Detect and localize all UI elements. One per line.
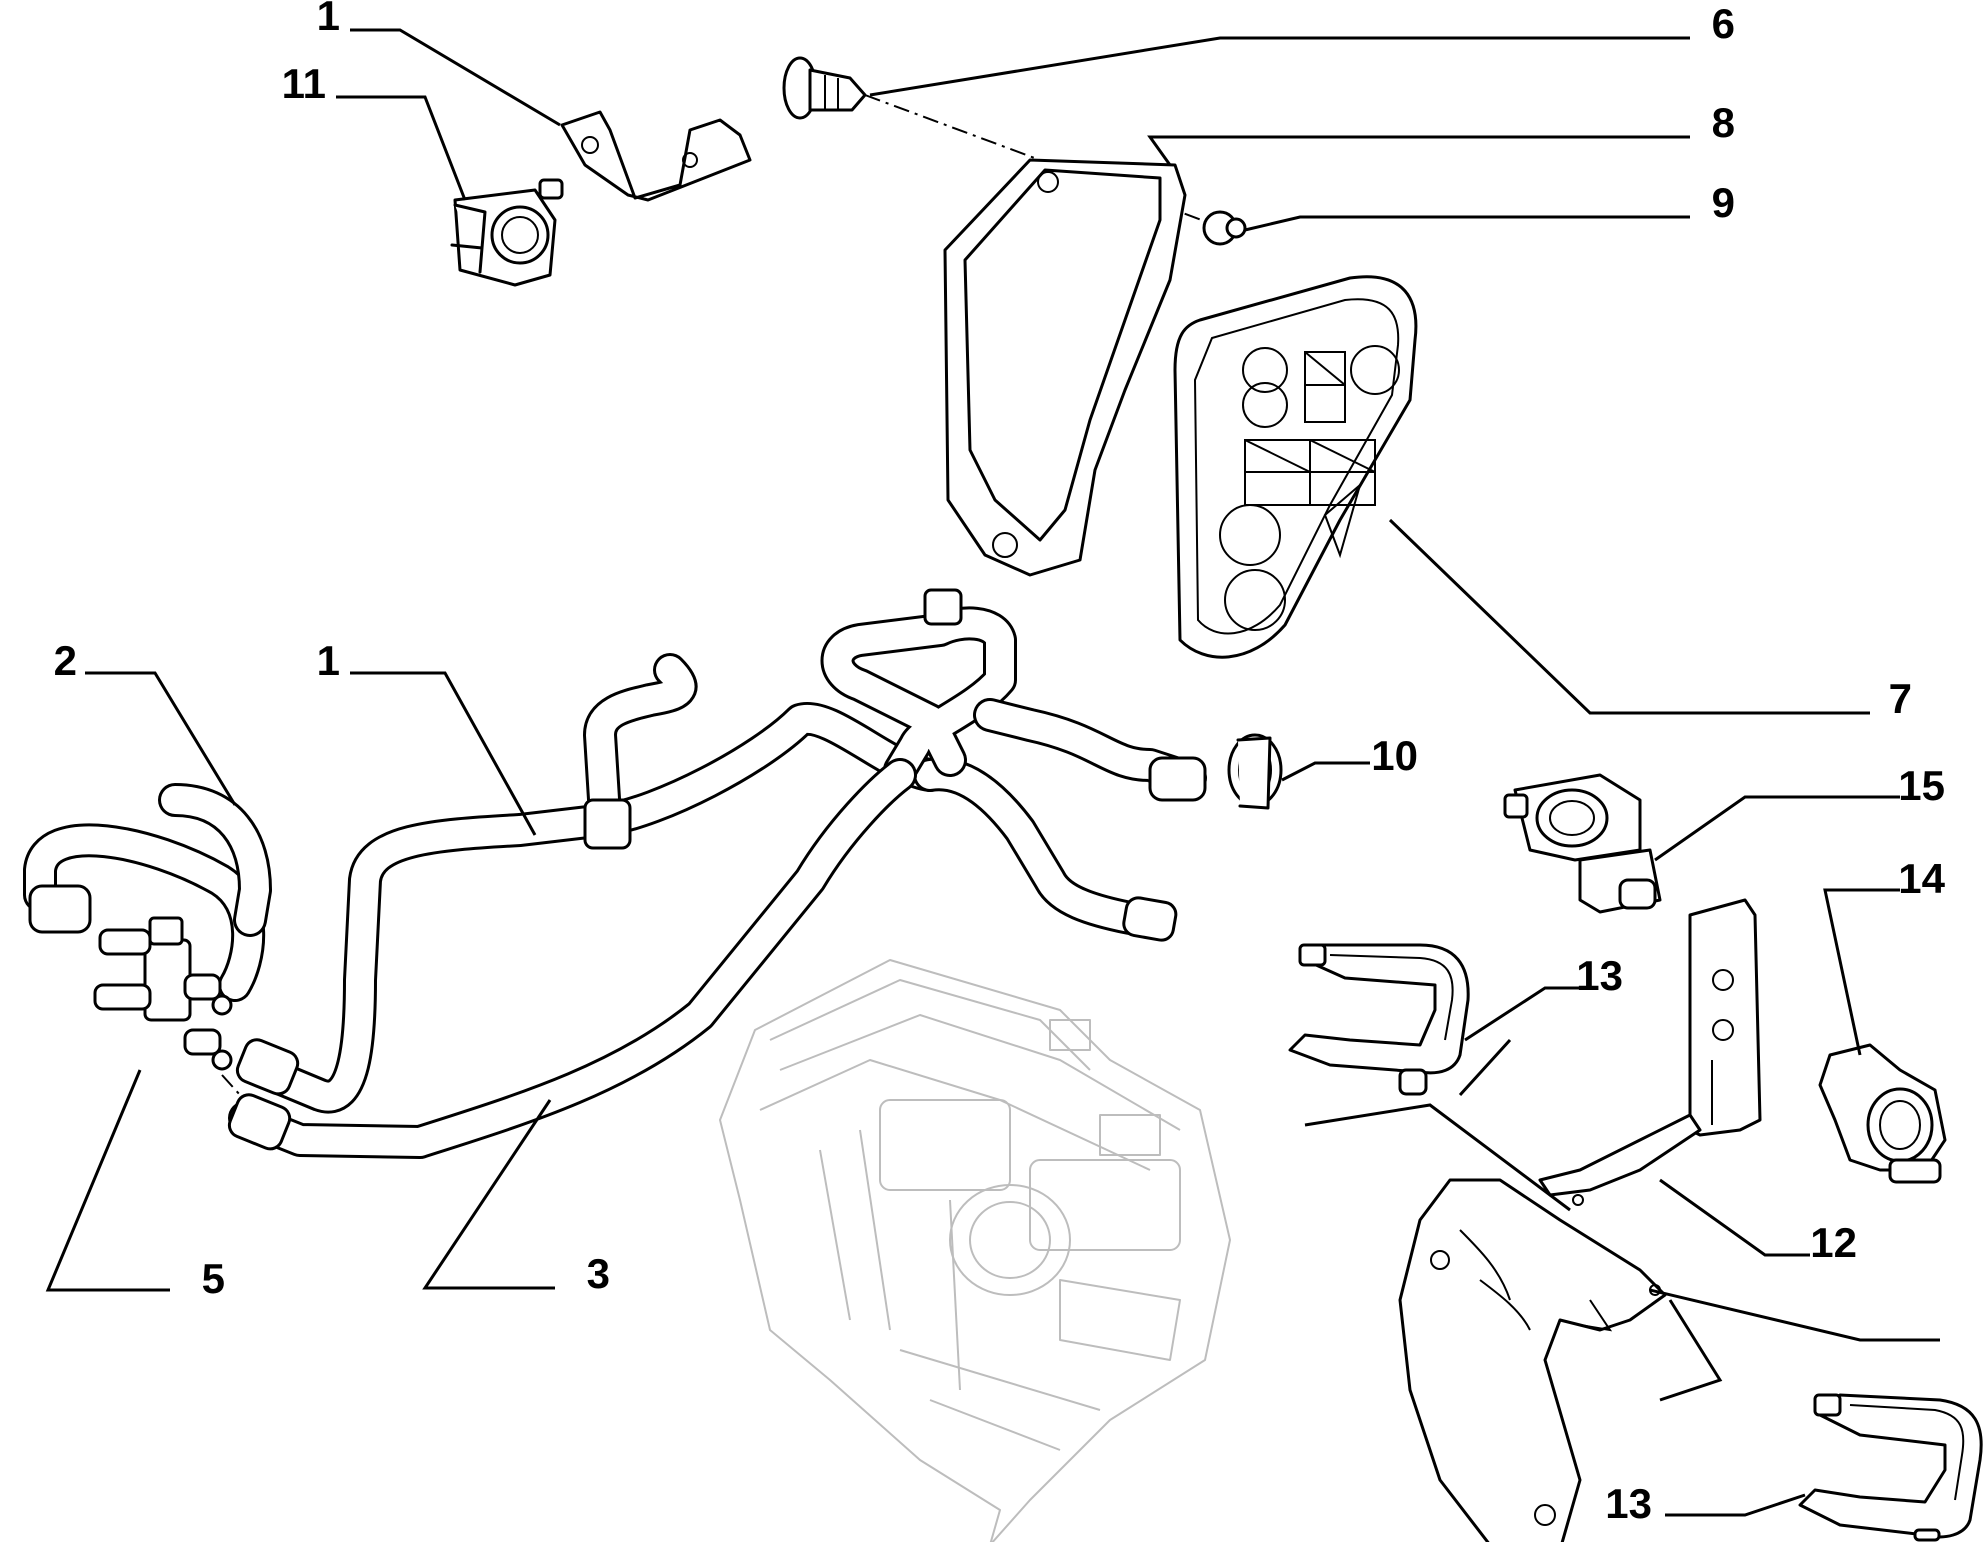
callout-6: 6 <box>1712 0 1735 47</box>
nut-9 <box>1202 210 1247 246</box>
heater-core-7 <box>1173 275 1418 659</box>
callout-13-lower: 13 <box>1605 1480 1652 1527</box>
tee-connector <box>583 798 632 850</box>
callout-11: 11 <box>282 60 326 107</box>
callout-1: 1 <box>317 637 340 684</box>
callout-3: 3 <box>587 1250 610 1297</box>
gasket-8 <box>943 158 1187 577</box>
callout-15: 15 <box>1898 762 1945 809</box>
hose-clamp-10 <box>1227 733 1283 810</box>
hose-2 <box>23 783 272 1002</box>
clip-13-lower <box>1798 1393 1983 1542</box>
bolt-6 <box>782 56 867 120</box>
bracket-4 <box>560 110 752 202</box>
hose-assembly-3 <box>228 758 917 1159</box>
callout-13-upper: 13 <box>1576 952 1623 999</box>
callout-10: 10 <box>1371 732 1418 779</box>
bracket-12 <box>1398 898 1762 1542</box>
callout-2: 2 <box>54 637 77 684</box>
clip-15 <box>1503 773 1662 914</box>
callout-7: 7 <box>1889 675 1912 722</box>
callout-12: 12 <box>1810 1219 1857 1266</box>
water-valve <box>93 916 241 1096</box>
hose-assembly-1 <box>238 588 1207 1114</box>
bleed-nipple <box>923 588 963 626</box>
heater-unit-outline <box>719 959 1231 1542</box>
hose-2-end <box>28 884 92 934</box>
callout-9: 9 <box>1712 179 1735 226</box>
callout-4: 1 <box>317 0 340 39</box>
clip-14 <box>1818 1043 1947 1184</box>
callout-5: 5 <box>202 1255 225 1302</box>
callout-8: 8 <box>1712 99 1735 146</box>
leader-lines <box>45 28 1940 1517</box>
hose-1-end-sleeve <box>235 1038 300 1096</box>
pipe-clip-11 <box>450 178 564 287</box>
callout-14: 14 <box>1898 855 1945 902</box>
hose-end-fitting <box>1122 896 1178 942</box>
hose-3-end-sleeve <box>227 1093 292 1151</box>
hose-end-fitting-upper <box>1148 756 1207 802</box>
clip-13-upper <box>1288 943 1470 1096</box>
